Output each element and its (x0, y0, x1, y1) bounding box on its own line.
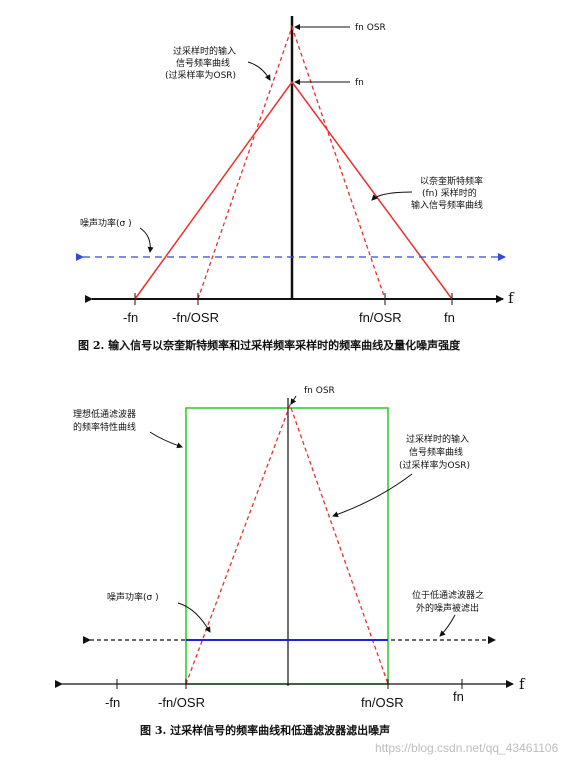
fig1-axis-f-label: f (508, 289, 515, 307)
fig2-tick-label-0: -fn (105, 695, 120, 710)
fig1-oversample-label-line2: 信号频率曲线 (176, 57, 230, 69)
fig2-filtered-label-line2: 外的噪声被滤出 (416, 602, 479, 614)
fig2-oversample-label-line3: (过采样率为OSR) (399, 459, 470, 471)
figure-2: f -fn -fn/OSR fn/OSR fn fn OSR 理想低通滤波器 的… (55, 386, 526, 737)
fig1-noise-label: 噪声功率(σ ) (80, 217, 132, 229)
fig1-nyquist-label-line3: 输入信号频率曲线 (411, 199, 483, 211)
fig1-noise-pointer (139, 227, 154, 253)
fig1-oversample-label-line3: (过采样率为OSR) (165, 69, 236, 81)
fig1-oversample-label-line1: 过采样时的输入 (173, 45, 236, 57)
fig2-noise-pointer (177, 602, 211, 633)
fig2-filter-label-line2: 的频率特性曲线 (73, 421, 136, 433)
fig2-filter-pointer (149, 431, 183, 449)
fig2-noise-label: 噪声功率(σ ) (107, 591, 159, 603)
fig1-tick-label-3: fn (444, 310, 455, 325)
fig1-nyquist-label-line2: (fn) 采样时的 (422, 187, 477, 199)
fig2-tick-label-1: -fn/OSR (158, 695, 205, 710)
fig2-filter-box (185, 407, 389, 685)
fig2-oversample-curve (185, 403, 389, 685)
fig2-tick-label-3: fn (453, 689, 464, 704)
fig2-oversample-label-line2: 信号频率曲线 (409, 446, 463, 458)
fig1-tick-label-2: fn/OSR (359, 310, 402, 325)
fig2-filtered-pointer (439, 614, 456, 637)
fig1-fn-label: fn (355, 78, 364, 88)
figure-1: f -fn -fn/OSR fn/OSR fn fn OSR fn 过采样时的输… (76, 16, 515, 352)
fig1-nyquist-pointer (371, 191, 413, 201)
fig2-filtered-label-line1: 位于低通滤波器之 (412, 589, 484, 601)
fig2-fnosr-label: fn OSR (304, 386, 335, 396)
fig2-oversample-label-line1: 过采样时的输入 (406, 433, 469, 445)
fig1-tick-label-1: -fn/OSR (172, 310, 219, 325)
fig2-filter-label-line1: 理想低通滤波器 (73, 408, 136, 420)
fig1-nyquist-label-line1: 以奈奎斯特频率 (420, 175, 483, 187)
fig1-nyquist-curve (134, 80, 453, 300)
fig2-fnosr-pointer (290, 395, 297, 405)
fig1-caption: 图 2. 输入信号以奈奎斯特频率和过采样频率采样时的频率曲线及量化噪声强度 (78, 338, 461, 352)
fig1-oversample-pointer (247, 61, 271, 81)
fig2-axis-f-label: f (519, 675, 526, 693)
fig2-tick-label-2: fn/OSR (361, 695, 404, 710)
watermark: https://blog.csdn.net/qq_43461106 (375, 741, 559, 755)
fig1-fnosr-label: fn OSR (355, 23, 386, 33)
fig2-caption: 图 3. 过采样信号的频率曲线和低通滤波器滤出噪声 (140, 723, 390, 737)
fig2-oversample-pointer (332, 473, 413, 518)
fig1-tick-label-0: -fn (123, 310, 138, 325)
fig1-oversample-curve (197, 25, 386, 300)
